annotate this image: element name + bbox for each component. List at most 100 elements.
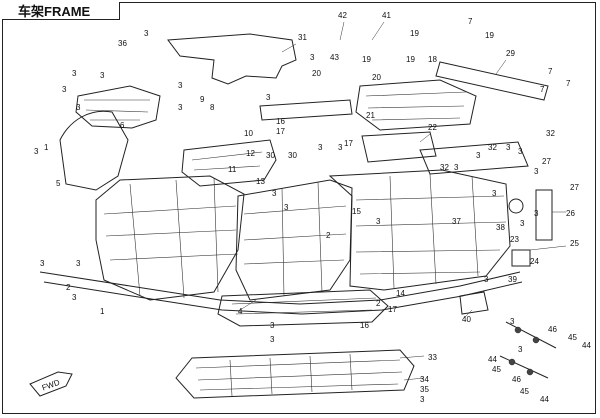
callout-number: 3 <box>270 321 275 330</box>
front-upper-bracket <box>75 85 161 129</box>
rear-deck-plate <box>419 141 529 175</box>
callout-number: 17 <box>344 139 353 148</box>
callout-number: 2 <box>376 299 381 308</box>
callout-number: 3 <box>310 53 315 62</box>
callout-number: 3 <box>476 151 481 160</box>
callout-number: 16 <box>276 117 285 126</box>
callout-number: 44 <box>582 341 591 350</box>
callout-number: 32 <box>440 163 449 172</box>
callout-number: 45 <box>568 333 577 342</box>
callout-number: 3 <box>510 317 515 326</box>
callout-number: 11 <box>228 165 237 174</box>
callout-number: 3 <box>454 163 459 172</box>
callout-number: 34 <box>420 375 429 384</box>
top-cover-panel <box>167 33 297 85</box>
callout-number: 27 <box>570 183 579 192</box>
front-tube <box>59 110 129 191</box>
callout-number: 26 <box>566 209 575 218</box>
callout-number: 3 <box>266 93 271 102</box>
callout-number: 16 <box>360 321 369 330</box>
main-frame-left-rail <box>95 175 245 301</box>
callout-number: 1 <box>100 307 105 316</box>
callout-number: 14 <box>396 289 405 298</box>
callout-number: 41 <box>382 11 391 20</box>
callout-number: 43 <box>330 53 339 62</box>
main-frame-rear <box>328 169 511 291</box>
callout-number: 3 <box>318 143 323 152</box>
callout-number: 3 <box>100 71 105 80</box>
callout-number: 3 <box>484 275 489 284</box>
callout-number: 3 <box>420 395 425 404</box>
callout-number: 3 <box>178 81 183 90</box>
callout-number: 30 <box>288 151 297 160</box>
callout-number: 7 <box>540 85 545 94</box>
callout-number: 36 <box>118 39 127 48</box>
callout-number: 12 <box>246 149 255 158</box>
callout-number: 3 <box>72 293 77 302</box>
upper-support-bracket <box>259 99 353 121</box>
callout-number: 39 <box>508 275 517 284</box>
callout-number: 31 <box>298 33 307 42</box>
callout-number: 3 <box>534 167 539 176</box>
callout-number: 7 <box>548 67 553 76</box>
callout-number: 3 <box>518 147 523 156</box>
callout-number: 8 <box>210 103 215 112</box>
callout-number: 18 <box>428 55 437 64</box>
callout-number: 42 <box>338 11 347 20</box>
callout-number: 45 <box>520 387 529 396</box>
skid-plate <box>217 289 389 327</box>
callout-number: 3 <box>376 217 381 226</box>
callout-number: 3 <box>62 85 67 94</box>
callout-number: 33 <box>428 353 437 362</box>
callout-number: 13 <box>256 177 265 186</box>
callout-number: 19 <box>485 31 494 40</box>
callout-number: 3 <box>76 259 81 268</box>
bracket-40 <box>459 291 489 315</box>
callout-number: 17 <box>276 127 285 136</box>
callout-number: 29 <box>506 49 515 58</box>
callout-number: 3 <box>144 29 149 38</box>
bushing-23 <box>508 198 524 214</box>
callout-number: 2 <box>326 231 331 240</box>
callout-number: 44 <box>488 355 497 364</box>
callout-number: 19 <box>362 55 371 64</box>
callout-number: 19 <box>406 55 415 64</box>
callout-number: 10 <box>244 129 253 138</box>
callout-number: 21 <box>366 111 375 120</box>
rear-cross-plate <box>361 131 437 163</box>
callout-number: 40 <box>462 315 471 324</box>
floor-panel <box>175 349 415 399</box>
diagram-title: 车架FRAME <box>2 2 120 20</box>
callout-number: 3 <box>272 189 277 198</box>
callout-number: 30 <box>266 151 275 160</box>
callout-number: 22 <box>428 123 437 132</box>
callout-number: 46 <box>548 325 557 334</box>
callout-number: 3 <box>520 219 525 228</box>
callout-number: 32 <box>488 143 497 152</box>
callout-number: 19 <box>410 29 419 38</box>
upper-cross-member <box>181 139 277 187</box>
mount-24 <box>511 249 531 267</box>
callout-number: 27 <box>542 157 551 166</box>
callout-number: 17 <box>388 305 397 314</box>
callout-number: 3 <box>518 345 523 354</box>
callout-number: 3 <box>284 203 289 212</box>
callout-number: 3 <box>338 143 343 152</box>
callout-number: 3 <box>72 69 77 78</box>
callout-number: 23 <box>510 235 519 244</box>
callout-number: 6 <box>120 121 125 130</box>
callout-number: 25 <box>570 239 579 248</box>
leader-lines <box>239 21 567 381</box>
callout-number: 15 <box>352 207 361 216</box>
callout-number: 45 <box>492 365 501 374</box>
side-bracket-26 <box>535 189 553 241</box>
callout-number: 20 <box>312 69 321 78</box>
callout-number: 3 <box>34 147 39 156</box>
callout-number: 2 <box>66 283 71 292</box>
callout-number: 3 <box>178 103 183 112</box>
callout-number: 7 <box>468 17 473 26</box>
callout-number: 20 <box>372 73 381 82</box>
callout-number: 3 <box>492 189 497 198</box>
